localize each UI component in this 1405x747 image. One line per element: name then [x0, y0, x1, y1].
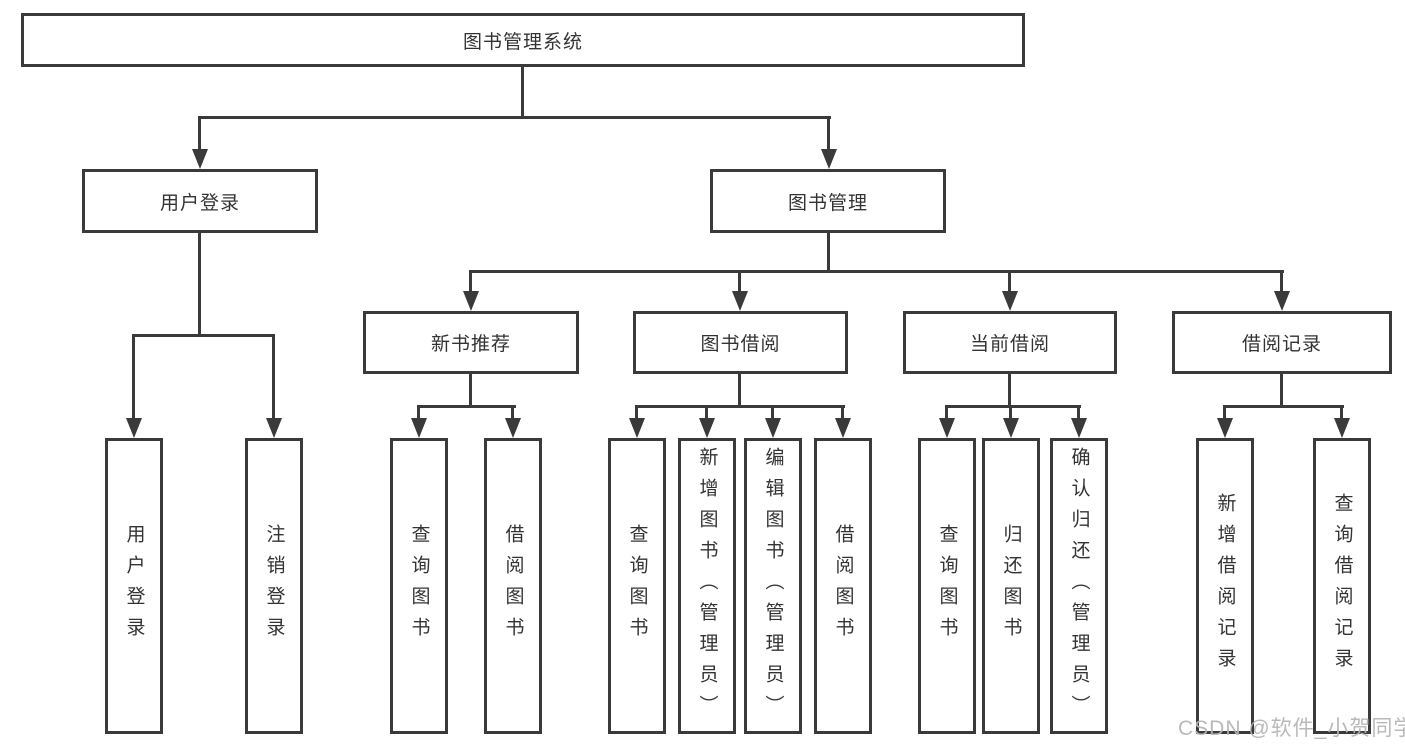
leaf-query-books-current: 查询图书	[918, 438, 976, 734]
arrowhead-down	[1217, 418, 1233, 438]
connector-drop-leaf	[417, 405, 420, 421]
leaf-edit-book-admin: 编辑图书（管理员）	[744, 438, 802, 734]
arrowhead-down	[1334, 418, 1350, 438]
arrowhead-down	[1003, 418, 1019, 438]
leaf-label: 借阅图书	[502, 524, 524, 648]
connector-drop-borrow-records	[1280, 270, 1283, 293]
leaf-label: 编辑图书（管理员）	[762, 446, 784, 726]
arrowhead-down	[411, 418, 427, 438]
node-new-book-recommend: 新书推荐	[363, 311, 579, 374]
connector-currentborrow-split	[945, 405, 1081, 408]
connector-drop-current-borrow	[1008, 270, 1011, 293]
arrowhead-down	[126, 418, 142, 438]
leaf-add-borrow-record: 新增借阅记录	[1196, 438, 1254, 734]
connector-drop-logout-leaf	[272, 334, 275, 420]
connector-root-stem	[521, 67, 524, 118]
node-book-borrow: 图书借阅	[633, 311, 848, 374]
node-label: 借阅记录	[1241, 334, 1322, 355]
arrowhead-down	[463, 291, 479, 311]
leaf-borrow-books: 借阅图书	[814, 438, 872, 734]
leaf-label: 查询图书	[408, 524, 430, 648]
arrowhead-down	[1274, 291, 1290, 311]
connector-bookborrow-split	[635, 405, 845, 408]
connector-bookmgmt-split	[469, 270, 1284, 273]
node-current-borrow: 当前借阅	[903, 311, 1117, 374]
leaf-label: 查询图书	[936, 524, 958, 648]
node-label: 新书推荐	[430, 334, 511, 355]
leaf-query-books-recommend: 查询图书	[390, 438, 448, 734]
leaf-label: 借阅图书	[832, 524, 854, 648]
connector-newbook-split	[417, 405, 516, 408]
connector-bookmgmt-stem	[827, 233, 830, 272]
node-label: 图书管理	[787, 192, 868, 214]
connector-root-split	[198, 116, 831, 119]
csdn-watermark: CSDN @软件_小贺同学	[1178, 717, 1405, 740]
node-borrow-records: 借阅记录	[1172, 311, 1392, 374]
node-label: 图书管理系统	[462, 31, 583, 53]
connector-drop-leaf	[1340, 405, 1343, 421]
connector-drop-leaf	[635, 405, 638, 421]
arrowhead-down	[732, 291, 748, 311]
connector-userlogin-stem	[198, 233, 201, 335]
connector-drop-new-book	[469, 270, 472, 293]
connector-drop-book-management	[827, 116, 830, 151]
node-root-book-management-system: 图书管理系统	[21, 13, 1025, 67]
leaf-label: 查询图书	[626, 524, 648, 648]
connector-drop-leaf	[771, 405, 774, 421]
connector-userlogin-split	[132, 334, 275, 337]
arrowhead-down	[629, 418, 645, 438]
connector-drop-leaf	[945, 405, 948, 421]
connector-drop-leaf	[1077, 405, 1080, 421]
arrowhead-down	[266, 418, 282, 438]
connector-bookborrow-stem	[738, 374, 741, 407]
arrowhead-down	[821, 149, 837, 169]
leaf-label: 新增借阅记录	[1214, 493, 1236, 679]
connector-newbook-stem	[469, 374, 472, 407]
leaf-label: 确认归还（管理员）	[1068, 446, 1090, 726]
arrowhead-down	[1071, 418, 1087, 438]
leaf-label: 用户登录	[123, 524, 145, 648]
arrowhead-down	[939, 418, 955, 438]
leaf-user-login: 用户登录	[105, 438, 163, 734]
leaf-query-borrow-record: 查询借阅记录	[1313, 438, 1371, 734]
connector-drop-login-leaf	[132, 334, 135, 420]
leaf-add-book-admin: 新增图书（管理员）	[678, 438, 736, 734]
connector-drop-leaf	[511, 405, 514, 421]
connector-drop-book-borrow	[738, 270, 741, 293]
connector-borrowrecords-stem	[1280, 374, 1283, 407]
connector-drop-user-login	[198, 116, 201, 151]
leaf-label: 注销登录	[263, 524, 285, 648]
leaf-query-books-borrow: 查询图书	[608, 438, 666, 734]
node-book-management: 图书管理	[710, 169, 946, 233]
node-label: 图书借阅	[700, 334, 781, 355]
arrowhead-down	[835, 418, 851, 438]
connector-currentborrow-stem	[1008, 374, 1011, 407]
leaf-label: 查询借阅记录	[1331, 493, 1353, 679]
arrowhead-down	[699, 418, 715, 438]
leaf-borrow-books-recommend: 借阅图书	[484, 438, 542, 734]
arrowhead-down	[505, 418, 521, 438]
connector-drop-leaf	[705, 405, 708, 421]
arrowhead-down	[192, 149, 208, 169]
connector-borrowrecords-split	[1223, 405, 1344, 408]
arrowhead-down	[765, 418, 781, 438]
leaf-logout: 注销登录	[245, 438, 303, 734]
node-label: 用户登录	[159, 192, 240, 214]
leaf-label: 新增图书（管理员）	[696, 446, 718, 726]
leaf-label: 归还图书	[1000, 524, 1022, 648]
connector-drop-leaf	[1009, 405, 1012, 421]
arrowhead-down	[1002, 291, 1018, 311]
node-user-login: 用户登录	[82, 169, 318, 233]
node-label: 当前借阅	[969, 334, 1050, 355]
connector-drop-leaf	[1223, 405, 1226, 421]
leaf-return-books: 归还图书	[982, 438, 1040, 734]
leaf-confirm-return-admin: 确认归还（管理员）	[1050, 438, 1108, 734]
connector-drop-leaf	[841, 405, 844, 421]
